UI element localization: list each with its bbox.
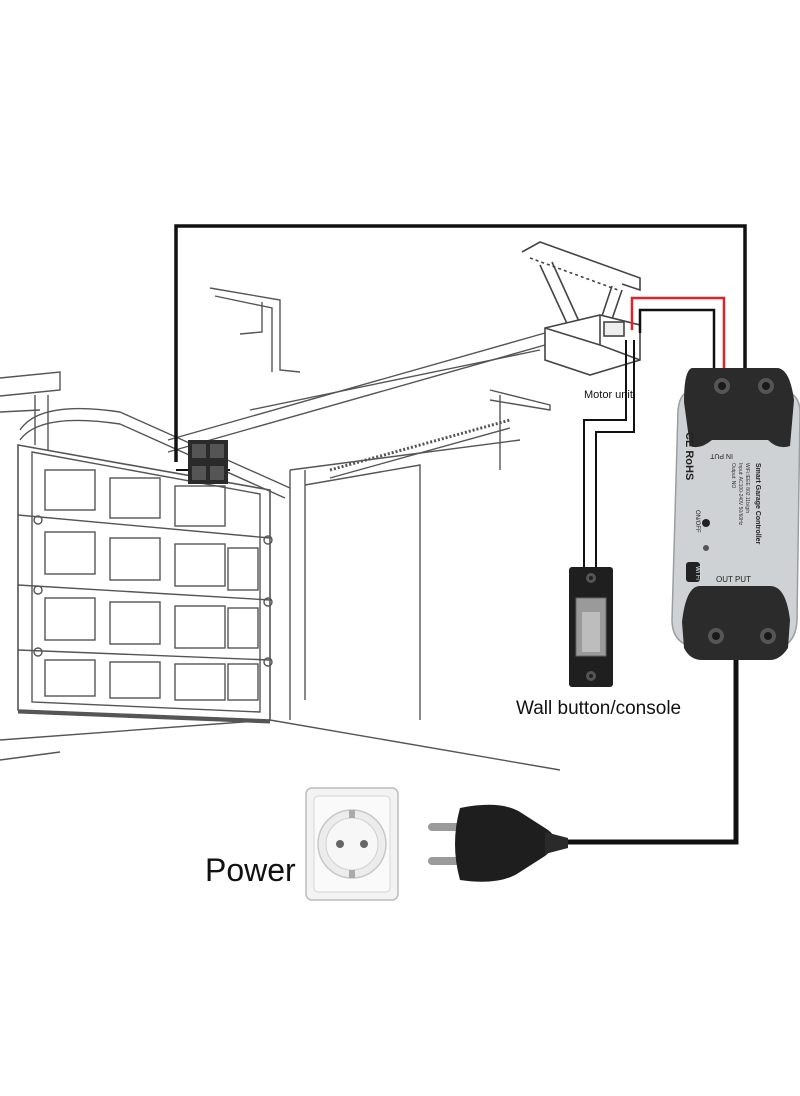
wall-socket [305, 787, 399, 901]
relay-terminal-block [188, 440, 228, 484]
wifi-badge: Wi Fi [686, 562, 700, 582]
controller-spec-2: Output: NO [730, 463, 736, 488]
onoff-label: ON/OFF [694, 510, 700, 533]
certs-label: CE RoHS [683, 432, 695, 480]
controller-spec-0: WiFi:IEEE 802.11b/g/n [744, 463, 750, 513]
top-loop-wire [174, 224, 747, 462]
power-label: Power [205, 852, 296, 888]
controller-title: Smart Garage Controller [754, 463, 761, 545]
in-put-label: IN PUT [709, 452, 733, 459]
garage-scene [0, 287, 561, 771]
black-wire [638, 308, 716, 378]
red-wire [630, 296, 726, 378]
power-plug [428, 804, 568, 882]
out-put-label: OUT PUT [716, 575, 751, 584]
motor-unit [521, 241, 641, 376]
motor-unit-label: Motor unit [584, 389, 633, 401]
power-cord [560, 640, 739, 845]
wall-button-label: Wall button/console [516, 698, 682, 719]
wall-button-wire-1 [583, 340, 627, 572]
status-led [703, 545, 709, 551]
wall-button-console [569, 567, 613, 687]
wall-button-wire-2 [595, 340, 635, 572]
controller-spec-1: Input: AC100-240V 50/60Hz [737, 463, 743, 526]
wifi-badge-text: Wi Fi [694, 566, 700, 580]
wires [174, 224, 747, 845]
smart-garage-controller: Wi Fi CE RoHS IN PUT Smart Garage Contro… [671, 368, 800, 660]
onoff-button[interactable] [702, 519, 710, 527]
